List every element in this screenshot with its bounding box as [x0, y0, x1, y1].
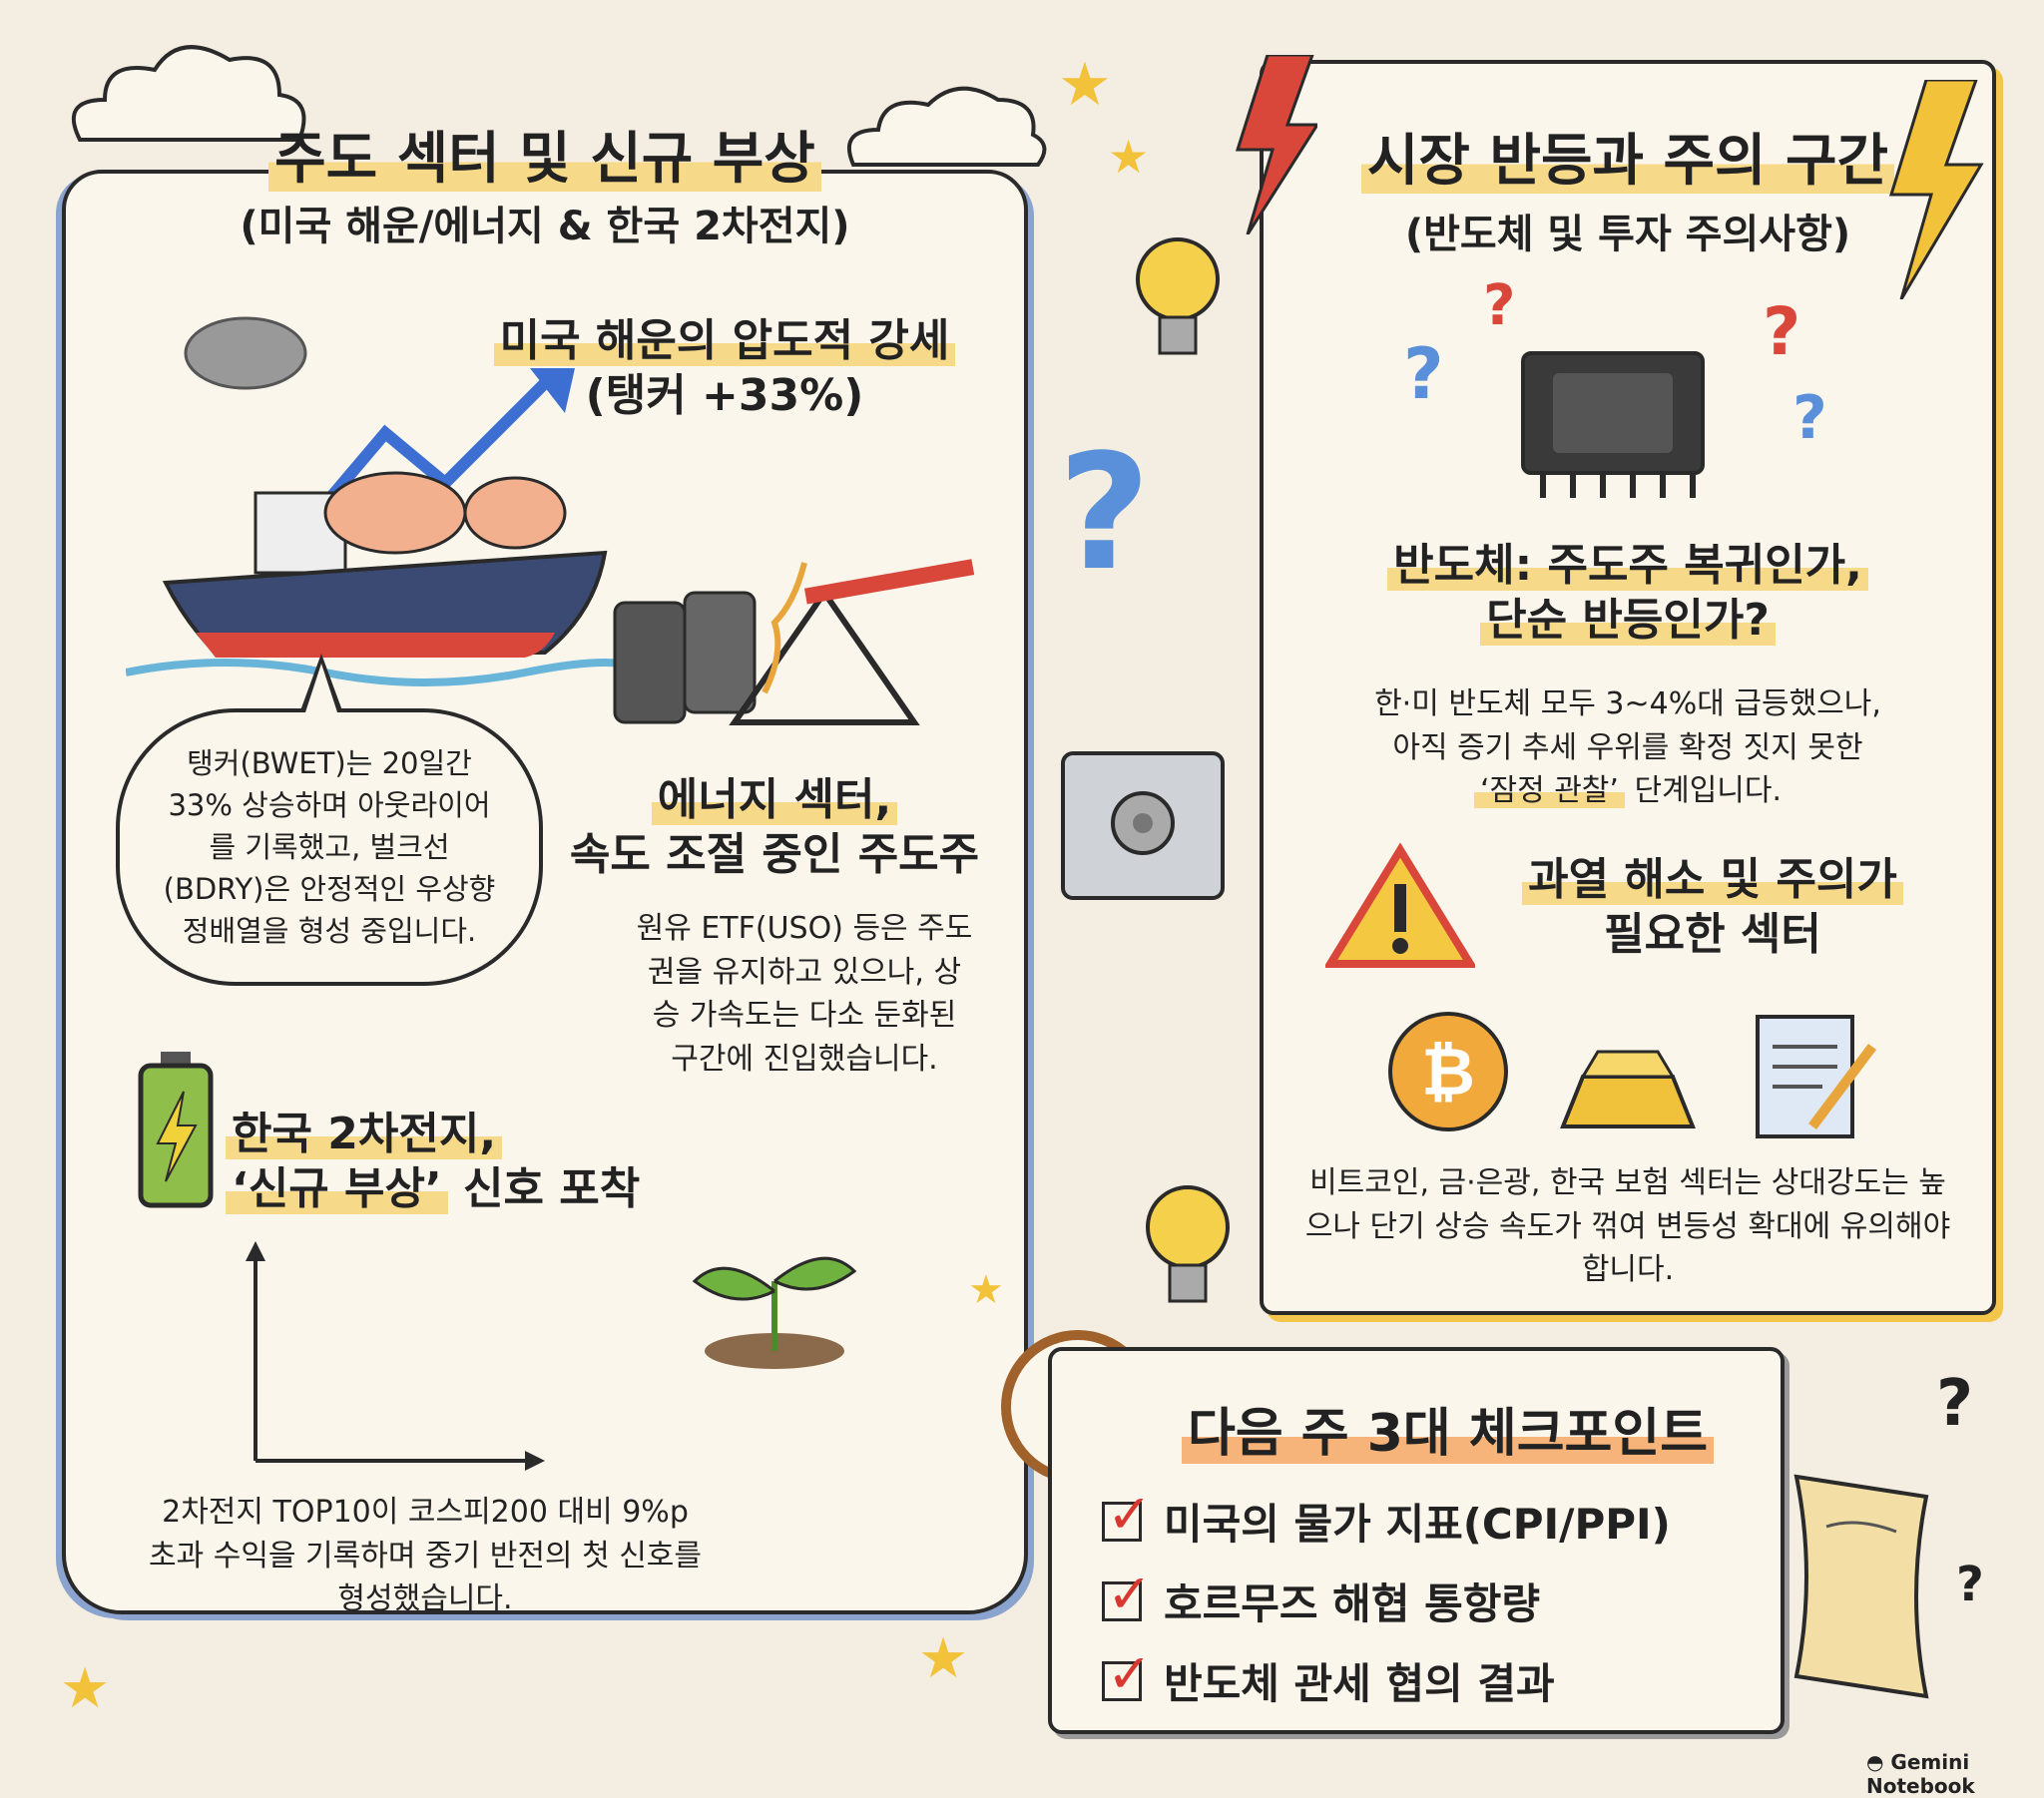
- shipping-bubble: 탱커(BWET)는 20일간 33% 상승하며 아웃라이어를 기록했고, 벌크선…: [116, 708, 543, 986]
- cloud-icon: [71, 45, 306, 142]
- lightning-icon: [1888, 80, 1984, 299]
- checkpoint-title-text: 다음 주 3대 체크포인트: [1182, 1404, 1715, 1464]
- brand-logo-icon: ◓: [1866, 1750, 1884, 1774]
- safe-icon: [1061, 751, 1225, 900]
- checkbox-icon: ✓: [1102, 1563, 1152, 1625]
- question-mark-icon: ?: [1956, 1557, 1984, 1612]
- question-mark-icon: ?: [1763, 293, 1801, 370]
- left-panel: 주도 섹터 및 신규 부상 (미국 해운/에너지 & 한국 2차전지) 미국 해…: [62, 127, 1028, 1616]
- battery-heading-rest: 신호 포착: [463, 1163, 641, 1214]
- semi-heading: 반도체: 주도주 복귀인가, 단순 반등인가?: [1264, 538, 1992, 648]
- battery-icon: [138, 1052, 214, 1208]
- sprout-icon: [692, 1256, 857, 1369]
- bitcoin-icon: ₿: [1388, 1012, 1508, 1131]
- question-mark-icon: ?: [1403, 333, 1444, 415]
- checkpoint-item: ✓ 미국의 물가 지표(CPI/PPI): [1102, 1483, 1671, 1552]
- warning-icon: [1325, 842, 1475, 968]
- semi-body-quote: ‘잠정 관찰’: [1473, 773, 1625, 808]
- question-mark-icon: ?: [1058, 419, 1151, 606]
- checkbox-icon: ✓: [1102, 1483, 1152, 1546]
- energy-body: 원유 ETF(USO) 등은 주도권을 유지하고 있으나, 상승 가속도는 다소…: [636, 911, 973, 1077]
- scroll-icon: [1793, 1474, 1929, 1699]
- checkpoint-item: ✓ 반도체 관세 협의 결과: [1102, 1642, 1555, 1711]
- caution-body: 비트코인, 금·은광, 한국 보험 섹터는 상대강도는 높으나 단기 상승 속도…: [1304, 1165, 1951, 1287]
- checkpoint-item-label: 반도체 관세 협의 결과: [1164, 1659, 1555, 1708]
- brand-text: Gemini Notebook: [1866, 1750, 1975, 1798]
- energy-heading: 에너지 섹터, 속도 조절 중인 주도주: [545, 772, 1004, 882]
- battery-heading-l1: 한국 2차전지,: [226, 1109, 503, 1159]
- caution-heading-l2: 필요한 섹터: [1604, 909, 1821, 960]
- lightbulb-icon: [1136, 237, 1220, 355]
- left-subtitle: (미국 해운/에너지 & 한국 2차전지): [240, 204, 850, 249]
- bubble-tail-fill: [304, 664, 338, 715]
- question-mark-icon: ?: [1792, 383, 1827, 453]
- question-mark-icon: ?: [1936, 1367, 1974, 1441]
- growth-axis-icon: [246, 1241, 545, 1471]
- lightning-icon: [1235, 55, 1317, 234]
- tanker-ship-icon: [126, 316, 645, 686]
- checkpoint-item: ✓ 호르무즈 해협 통항량: [1102, 1563, 1541, 1631]
- shipping-heading: 미국 해운의 압도적 강세 (탱커 +33%): [445, 313, 1004, 423]
- semi-heading-l1: 반도체: 주도주 복귀인가,: [1387, 540, 1868, 591]
- semiconductor-chip-icon: [1521, 351, 1705, 498]
- semi-body-l2: 아직 증기 추세 우위를 확정 짓지 못한: [1392, 729, 1863, 765]
- right-subtitle: (반도체 및 투자 주의사항): [1404, 212, 1851, 257]
- checkbox-icon: ✓: [1102, 1642, 1152, 1705]
- left-title-text: 주도 섹터 및 신규 부상: [268, 127, 821, 192]
- battery-body: 2차전지 TOP10이 코스피200 대비 9%p 초과 수익을 기록하며 중기…: [148, 1495, 703, 1616]
- star-icon: ★: [60, 1656, 111, 1721]
- shipping-bubble-text: 탱커(BWET)는 20일간 33% 상승하며 아웃라이어를 기록했고, 벌크선…: [163, 745, 496, 949]
- brand-watermark: ◓ Gemini Notebook: [1866, 1750, 2044, 1798]
- star-icon: ★: [1058, 50, 1112, 120]
- star-icon: ★: [918, 1626, 969, 1691]
- semi-heading-l2: 단순 반등인가?: [1480, 595, 1776, 646]
- cloud-icon: [847, 86, 1047, 167]
- right-title: 시장 반등과 주의 구간: [1264, 116, 1992, 197]
- checkpoint-title: 다음 주 3대 체크포인트: [1182, 1391, 1715, 1466]
- battery-heading-quote: ‘신규 부상’: [226, 1163, 448, 1214]
- lightbulb-icon: [1146, 1185, 1230, 1303]
- oil-pump-icon: [613, 559, 975, 725]
- star-icon: ★: [1108, 130, 1150, 184]
- question-mark-icon: ?: [1483, 273, 1516, 338]
- left-title: 주도 섹터 및 신규 부상: [66, 114, 1024, 195]
- svg-text:₿: ₿: [1421, 1034, 1475, 1111]
- shipping-heading-l1: 미국 해운의 압도적 강세: [493, 315, 956, 366]
- caution-heading-l1: 과열 해소 및 주의가: [1522, 854, 1903, 905]
- checkpoint-panel: 다음 주 3대 체크포인트 ✓ 미국의 물가 지표(CPI/PPI) ✓ 호르무…: [1048, 1347, 1785, 1734]
- insurance-document-icon: [1756, 1015, 1876, 1138]
- energy-heading-l2: 속도 조절 중인 주도주: [569, 829, 980, 880]
- semi-body: 한·미 반도체 모두 3~4%대 급등했으나, 아직 증기 추세 우위를 확정 …: [1264, 682, 1992, 813]
- star-icon: ★: [968, 1267, 1004, 1313]
- checkpoint-item-label: 호르무즈 해협 통항량: [1164, 1579, 1541, 1628]
- battery-heading: 한국 2차전지, ‘신규 부상’ 신호 포착: [226, 1107, 745, 1216]
- gold-bar-icon: [1560, 1050, 1696, 1128]
- semi-body-rest: 단계입니다.: [1634, 773, 1783, 808]
- caution-heading: 과열 해소 및 주의가 필요한 섹터: [1453, 852, 1972, 962]
- right-title-text: 시장 반등과 주의 구간: [1360, 129, 1895, 194]
- semi-body-l1: 한·미 반도체 모두 3~4%대 급등했으나,: [1374, 686, 1881, 721]
- energy-heading-l1: 에너지 섹터,: [651, 774, 898, 825]
- checkpoint-item-label: 미국의 물가 지표(CPI/PPI): [1164, 1500, 1671, 1549]
- shipping-heading-l2: (탱커 +33%): [585, 370, 864, 421]
- right-panel: 시장 반등과 주의 구간 (반도체 및 투자 주의사항) ? ? ? ? 반도체…: [1260, 60, 1996, 1315]
